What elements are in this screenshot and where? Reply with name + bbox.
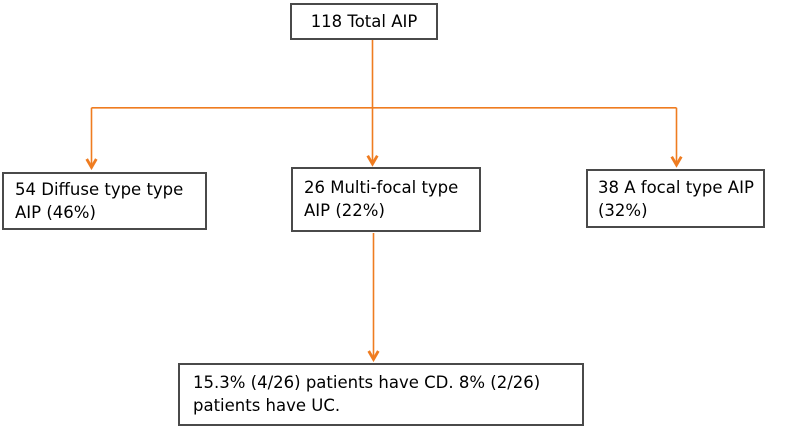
arrowhead-multifocal xyxy=(366,154,379,167)
node-multifocal-type: 26 Multi-focal type AIP (22%) xyxy=(291,167,481,232)
node-afocal-type-line2: (32%) xyxy=(598,201,648,220)
node-afocal-type: 38 A focal type AIP (32%) xyxy=(586,169,765,228)
node-afocal-type-line1: 38 A focal type AIP xyxy=(598,178,754,197)
node-diffuse-type-line2: AIP (46%) xyxy=(15,203,96,222)
node-diffuse-type: 54 Diffuse type type AIP (46%) xyxy=(2,172,207,230)
node-multifocal-type-line1: 26 Multi-focal type xyxy=(304,178,459,197)
node-total-aip-label: 118 Total AIP xyxy=(310,12,418,31)
node-total-aip: 118 Total AIP xyxy=(290,3,438,40)
node-diffuse-type-line1: 54 Diffuse type type xyxy=(15,180,184,199)
arrowhead-diffuse xyxy=(85,158,98,171)
node-outcome-ibd: 15.3% (4/26) patients have CD. 8% (2/26)… xyxy=(178,363,584,426)
arrowhead-outcome xyxy=(367,350,380,363)
node-outcome-ibd-line2: patients have UC. xyxy=(193,396,341,415)
node-multifocal-type-line2: AIP (22%) xyxy=(304,201,385,220)
arrowhead-afocal xyxy=(670,155,683,168)
node-outcome-ibd-line1: 15.3% (4/26) patients have CD. 8% (2/26) xyxy=(193,373,541,392)
